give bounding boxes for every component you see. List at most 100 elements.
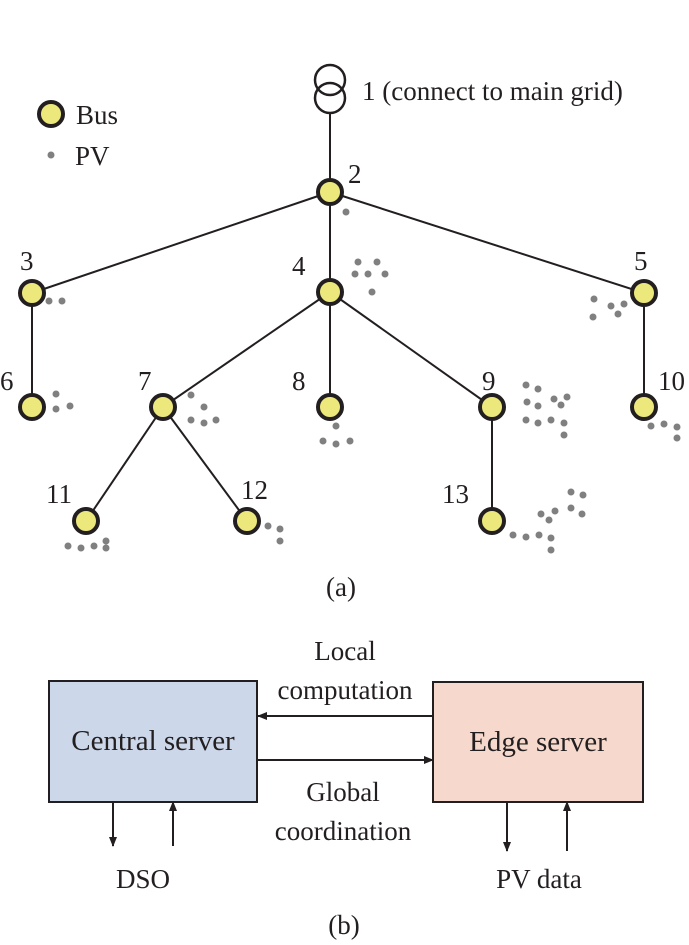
pv-dot-bus-9	[563, 393, 571, 401]
bus-label-11: 11	[46, 479, 72, 509]
pv-dot-bus-12	[264, 522, 272, 530]
pv-dot-bus-4	[368, 288, 376, 296]
bus-label-2: 2	[348, 159, 362, 189]
pv-dot-bus-4	[351, 270, 359, 278]
pv-dot-bus-10	[660, 420, 668, 428]
pv-dot-bus-10	[673, 423, 681, 431]
legend-bus-label: Bus	[76, 100, 118, 130]
local-label-2: computation	[278, 675, 413, 705]
bus-7	[149, 393, 177, 421]
caption-a: (a)	[326, 572, 356, 602]
pv-dot-bus-13	[545, 516, 553, 524]
pv-dot-bus-8	[332, 422, 340, 430]
pv-dot-bus-5	[607, 302, 615, 310]
pv-dot-bus-9	[534, 419, 542, 427]
edge-server-box: Edge server	[432, 681, 644, 803]
pv-dot-bus-4	[354, 258, 362, 266]
pv-dot-bus-13	[551, 507, 559, 515]
pv-dot-bus-11	[90, 542, 98, 550]
pv-dot-bus-10	[647, 422, 655, 430]
bus-6	[18, 393, 46, 421]
pv-dot-bus-3	[58, 297, 66, 305]
legend-pv-icon	[47, 151, 55, 159]
bus-label-7: 7	[138, 366, 152, 396]
pv-dot-bus-9	[550, 395, 558, 403]
pv-dot-bus-9	[534, 385, 542, 393]
dso-label: DSO	[116, 864, 170, 894]
bus-5	[630, 279, 658, 307]
pv-dot-bus-8	[319, 437, 327, 445]
bus-11	[72, 507, 100, 535]
local-label-1: Local	[314, 636, 375, 666]
line-2-5	[329, 191, 645, 294]
pv-dot-bus-13	[567, 504, 575, 512]
pv-dot-bus-9	[560, 419, 568, 427]
pv-dot-bus-8	[346, 437, 354, 445]
bus-12	[233, 507, 261, 535]
legend-pv-label: PV	[75, 141, 110, 171]
bus-label-12: 12	[241, 475, 268, 505]
pv-dot-bus-13	[537, 510, 545, 518]
pv-dot-bus-11	[64, 542, 72, 550]
pv-dot-bus-6	[52, 390, 60, 398]
pv-dot-bus-7	[200, 419, 208, 427]
pv-dot-bus-10	[673, 434, 681, 442]
pv-dot-bus-11	[77, 544, 85, 552]
pv-dot-bus-5	[614, 310, 622, 318]
pv-dot-bus-9	[522, 381, 530, 389]
bus-label-13: 13	[442, 479, 469, 509]
bus-4	[316, 278, 344, 306]
line-4-7	[162, 291, 331, 408]
pv-dot-bus-4	[364, 270, 372, 278]
pv-dot-bus-3	[45, 297, 53, 305]
bus-9	[478, 393, 506, 421]
source-label: 1 (connect to main grid)	[362, 76, 623, 106]
pv-dot-bus-11	[102, 544, 110, 552]
pv-dot-bus-13	[522, 533, 530, 541]
global-label-2: coordination	[275, 816, 412, 846]
pv-dot-bus-13	[547, 534, 555, 542]
pv-dot-bus-9	[534, 402, 542, 410]
pv-dot-bus-13	[567, 488, 575, 496]
pv-dot-bus-9	[523, 398, 531, 406]
caption-b: (b)	[328, 910, 359, 940]
central-server-label: Central server	[71, 725, 235, 757]
pv-dot-bus-7	[212, 416, 220, 424]
pv-dot-bus-4	[381, 270, 389, 278]
pv-dot-bus-2	[342, 208, 350, 216]
pv-dot-bus-13	[579, 491, 587, 499]
pv-dot-bus-6	[52, 405, 60, 413]
line-2-3	[31, 191, 331, 294]
bus-label-3: 3	[20, 246, 34, 276]
pv-data-label: PV data	[496, 864, 582, 894]
pv-dot-bus-9	[560, 431, 568, 439]
pv-dot-bus-5	[590, 295, 598, 303]
pv-dot-bus-7	[187, 391, 195, 399]
pv-dot-bus-8	[332, 440, 340, 448]
line-7-11	[85, 406, 164, 522]
bus-label-9: 9	[482, 366, 496, 396]
pv-dot-bus-9	[557, 401, 565, 409]
bus-8	[316, 393, 344, 421]
pv-dot-bus-5	[589, 313, 597, 321]
bus-13	[478, 507, 506, 535]
bus-label-5: 5	[634, 246, 648, 276]
pv-dot-bus-6	[66, 402, 74, 410]
pv-dot-bus-13	[509, 531, 517, 539]
central-server-box: Central server	[48, 680, 258, 803]
line-4-9	[329, 291, 493, 408]
line-7-12	[162, 406, 248, 522]
pv-dot-bus-7	[200, 403, 208, 411]
bus-label-4: 4	[292, 251, 306, 281]
pv-dot-bus-11	[102, 537, 110, 545]
bus-label-8: 8	[292, 366, 306, 396]
global-label-1: Global	[306, 777, 380, 807]
pv-dot-bus-9	[547, 416, 555, 424]
pv-dot-bus-13	[547, 546, 555, 554]
edge-server-label: Edge server	[469, 725, 607, 758]
pv-dot-bus-13	[535, 531, 543, 539]
transformer-icon	[313, 63, 347, 115]
pv-dot-bus-9	[522, 416, 530, 424]
pv-dot-bus-5	[620, 300, 628, 308]
